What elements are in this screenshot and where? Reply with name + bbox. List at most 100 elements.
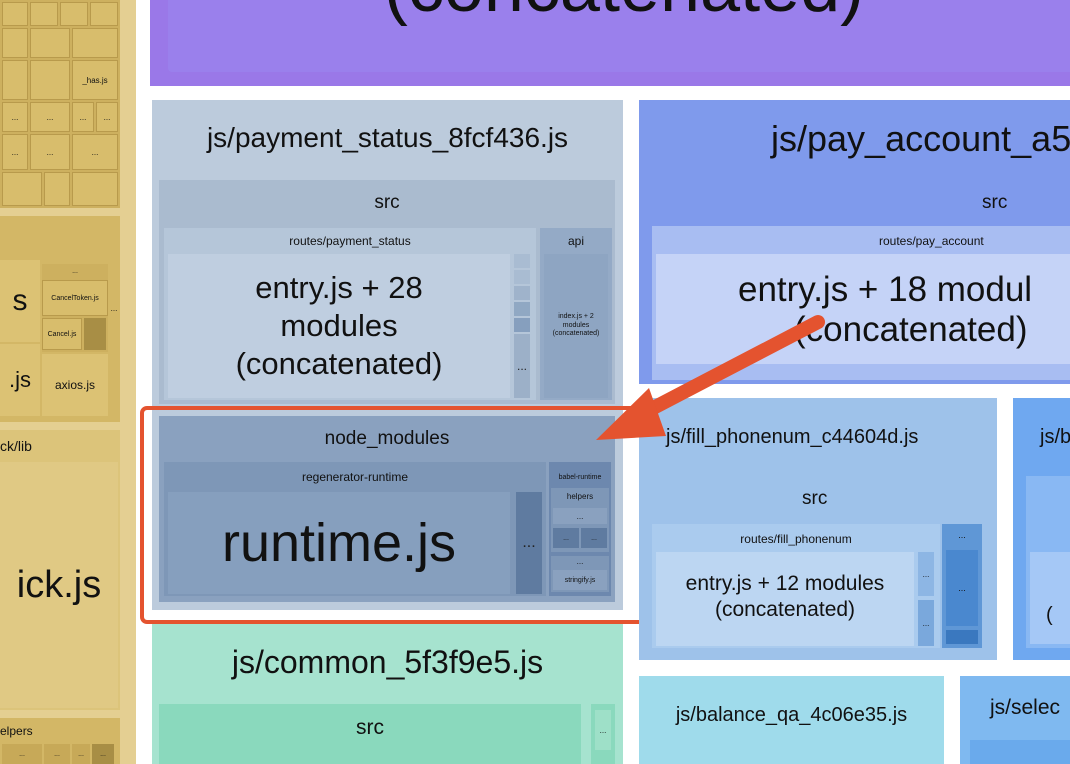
left-tile: ... [108, 264, 120, 352]
entry-module[interactable]: entry.js + 18 modul (concatenated) [656, 254, 1070, 364]
left-tile: ... [72, 134, 118, 170]
small-module: ... [581, 528, 607, 548]
left-tile: ... [2, 134, 28, 170]
purple-chunk[interactable]: (concatenated) [150, 0, 1070, 86]
babel-label: babel-runtime [558, 474, 602, 481]
left-lib-group[interactable]: ck/lib ick.js [0, 430, 120, 710]
common-side-folder[interactable]: ... [591, 704, 615, 764]
left-tile [2, 2, 28, 26]
dots-label: ... [19, 750, 25, 758]
dots-label: ... [522, 534, 536, 551]
pay-account-chunk[interactable]: js/pay_account_a5 src routes/pay_account… [639, 100, 1070, 384]
routes-label: routes/fill_phonenum [740, 532, 852, 546]
src-label: src [802, 488, 828, 509]
right-partial-chunk[interactable]: js/b ( [1013, 398, 1070, 660]
left-js-tile: .js [0, 344, 40, 416]
api-folder[interactable]: api index.js + 2 modules (concatenated) [540, 228, 612, 400]
entry-module[interactable]: entry.js + 28 modules (concatenated) [168, 254, 510, 398]
select-partial-title: js/selec [990, 696, 1061, 719]
helpers-folder[interactable]: helpers ... ... ... [551, 488, 609, 552]
common-title: js/common_5f3f9e5.js [231, 644, 544, 680]
api-index-label: index.js + 2 modules (concatenated) [552, 312, 600, 338]
balance-qa-chunk[interactable]: js/balance_qa_4c06e35.js [639, 676, 944, 764]
dots-label: ... [46, 147, 54, 157]
left-tile-grid[interactable]: _has.js ... ... ... ... ... ... ... [0, 0, 120, 208]
routes-payment-status-folder[interactable]: routes/payment_status entry.js + 28 modu… [164, 228, 536, 400]
left-tile [72, 28, 118, 58]
entry-module[interactable]: entry.js + 12 modules (concatenated) [656, 552, 914, 646]
regen-label: regenerator-runtime [301, 470, 409, 484]
right-partial-inner: ( [1026, 476, 1070, 648]
small-module: ... [946, 550, 978, 626]
fill-side-folder[interactable]: ... ... [942, 524, 982, 648]
small-module: ... [553, 528, 579, 548]
dots-label: ... [922, 569, 930, 579]
cancel-token-label: CancelToken.js [51, 294, 99, 302]
entry-line1: entry.js + 18 modul [738, 270, 1033, 309]
payment-src-folder[interactable]: src routes/payment_status entry.js + 28 … [159, 180, 615, 404]
helpers-label: helpers [566, 492, 594, 501]
api-label: api [567, 234, 584, 248]
left-tile: ... [92, 744, 114, 764]
left-tile: ... [96, 102, 118, 132]
select-partial-chunk[interactable]: js/selec [960, 676, 1070, 764]
dots-label: ... [11, 147, 19, 157]
pay-account-src-label: src [982, 192, 1008, 213]
left-bundle-group[interactable]: _has.js ... ... ... ... ... ... ... s .j… [0, 0, 136, 764]
dots-label: ... [576, 557, 584, 566]
left-tile: ... [72, 744, 90, 764]
payment-status-chunk[interactable]: js/payment_status_8fcf436.js src routes/… [152, 100, 623, 610]
small-module: ... [595, 710, 611, 750]
dots-label: ... [100, 750, 106, 758]
left-tile: ... [30, 134, 70, 170]
lib-label: ck/lib [0, 438, 32, 454]
runtime-label: runtime.js [221, 513, 457, 573]
left-helpers-group[interactable]: elpers ... ... ... ... [0, 718, 120, 764]
purple-inner[interactable]: (concatenated) [168, 0, 1070, 72]
pay-account-title: js/pay_account_a5 [771, 118, 1070, 159]
left-axios-lib: ... CancelToken.js Cancel.js [42, 264, 108, 352]
routes-label: routes/pay_account [879, 234, 984, 248]
left-tile: ... [44, 744, 70, 764]
right-partial-title: js/b [1040, 426, 1070, 448]
core-js-folder[interactable]: ... stringify.js [551, 556, 609, 592]
small-module [514, 254, 530, 268]
dots-label: ... [591, 534, 597, 542]
left-tile-has: _has.js [72, 60, 118, 100]
runtime-module[interactable]: runtime.js [168, 492, 510, 594]
node-modules-folder[interactable]: node_modules regenerator-runtime runtime… [159, 416, 615, 602]
dots-label: ... [110, 303, 118, 313]
cancel-label: Cancel.js [47, 330, 77, 338]
common-chunk[interactable]: js/common_5f3f9e5.js src ... [152, 624, 623, 764]
routes-pay-account-folder[interactable]: routes/pay_account entry.js + 18 modul (… [652, 226, 1070, 380]
dots-label: ... [922, 618, 930, 628]
stringify-module: stringify.js [553, 570, 607, 590]
axios-label: axios.js [54, 378, 95, 392]
api-index-module[interactable]: index.js + 2 modules (concatenated) [544, 254, 608, 398]
dots-label: ... [576, 511, 584, 521]
left-tile [30, 2, 58, 26]
regenerator-runtime-folder[interactable]: regenerator-runtime runtime.js ... [164, 462, 546, 596]
routes-fill-phonenum-folder[interactable]: routes/fill_phonenum entry.js + 12 modul… [652, 524, 940, 648]
entry-line2: (concatenated) [714, 598, 856, 621]
entry-line2: (concatenated) [794, 310, 1028, 349]
right-partial-letter: ( [1046, 604, 1053, 626]
small-module: ... [553, 508, 607, 524]
right-partial-entry: ( [1030, 552, 1070, 644]
small-module: ... [918, 552, 934, 596]
left-tile [84, 318, 106, 350]
babel-runtime-folder[interactable]: babel-runtime helpers ... ... ... ... st… [549, 462, 611, 596]
left-axios-group[interactable]: s .js ... CancelToken.js Cancel.js axios… [0, 216, 120, 422]
common-src-folder[interactable]: src [159, 704, 581, 764]
s-label: s [12, 284, 28, 317]
arrow-shaft [627, 315, 825, 425]
arrow-head [596, 388, 666, 440]
dots-label: ... [78, 750, 84, 758]
fill-phonenum-chunk[interactable]: js/fill_phonenum_c44604d.js src routes/f… [639, 398, 997, 660]
left-tile: ... [2, 744, 42, 764]
entry-label: entry.js + 28 modules (concatenated) [235, 270, 443, 381]
left-tile [44, 172, 70, 206]
left-tile: ... [30, 102, 70, 132]
cancel-tile: Cancel.js [42, 318, 82, 350]
